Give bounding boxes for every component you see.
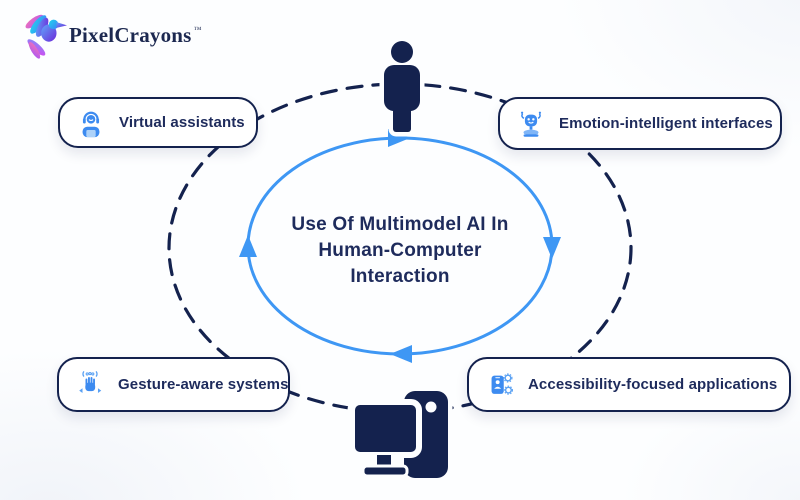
node-accessibility-focused-applications: Accessibility-focused applications xyxy=(467,357,791,412)
title-line-1: Use Of Multimodel AI In xyxy=(291,214,509,235)
node-label: Virtual assistants xyxy=(119,114,245,131)
node-label: Accessibility-focused applications xyxy=(528,376,778,393)
cycle-arrow-left-icon xyxy=(239,235,257,257)
emotion-robot-icon xyxy=(520,111,542,137)
node-emotion-intelligent-interfaces: Emotion-intelligent interfaces xyxy=(498,97,782,150)
brand-logo: PixelCrayons ™ xyxy=(22,10,202,60)
human-icon xyxy=(379,36,425,137)
brand-name: PixelCrayons xyxy=(69,22,192,47)
title-line-2: Human-Computer xyxy=(318,240,482,261)
node-label: Emotion-intelligent interfaces xyxy=(559,115,773,132)
cycle-arrow-bottom-icon xyxy=(390,345,412,363)
node-label: Gesture-aware systems xyxy=(118,376,289,393)
title-line-3: Interaction xyxy=(350,266,450,287)
monitor xyxy=(349,399,422,458)
node-virtual-assistants: Virtual assistants xyxy=(58,97,258,148)
computer-icon xyxy=(347,386,453,483)
hummingbird-logo-icon xyxy=(25,14,68,59)
gesture-hand-icon xyxy=(79,370,102,393)
accessibility-apps-icon xyxy=(491,372,513,395)
trademark-symbol: ™ xyxy=(193,24,202,34)
node-gesture-aware-systems: Gesture-aware systems xyxy=(57,357,290,412)
virtual-assistant-icon xyxy=(82,111,100,137)
cycle-arrow-right-icon xyxy=(543,237,561,259)
diagram-title: Use Of Multimodel AI In Human-Computer I… xyxy=(262,212,538,290)
